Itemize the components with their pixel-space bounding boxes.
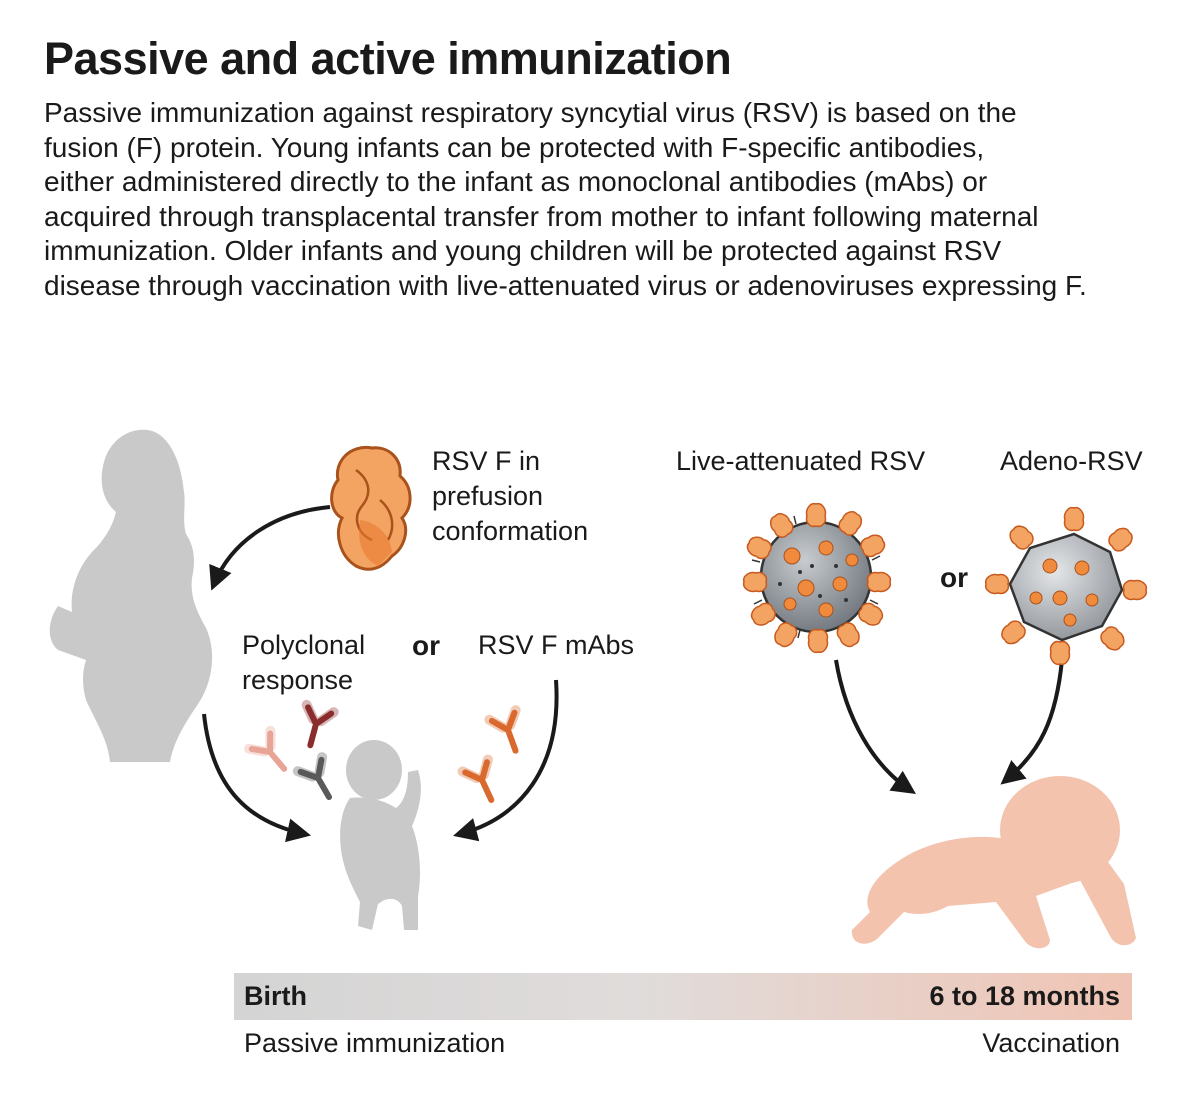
timeline-start: Birth <box>244 981 307 1011</box>
crawling-child-silhouette <box>851 776 1136 949</box>
arrow-adeno-to-child <box>1000 659 1064 785</box>
rsv-f-label: RSV F in prefusion conformation <box>432 444 588 549</box>
arrow-live-to-child <box>834 659 916 794</box>
adeno-virus-icon <box>984 506 1148 666</box>
rsv-f-label-line: conformation <box>432 516 589 546</box>
description-line: either administered directly to the infa… <box>44 166 988 198</box>
arrow-to-mother <box>209 505 331 591</box>
description-line: immunization. Older infants and young ch… <box>44 235 1002 267</box>
rsv-f-protein-icon <box>330 445 412 571</box>
or-label-right: or <box>940 562 968 593</box>
polyclonal-label: Polyclonal response <box>242 628 365 698</box>
polyclonal-label-line: response <box>242 665 354 695</box>
monoclonal-antibodies <box>463 710 529 806</box>
description: Passive immunization against respiratory… <box>44 96 1184 304</box>
rsv-f-label-line: RSV F in <box>432 446 541 476</box>
figure-title: Passive and active immunization <box>44 33 732 84</box>
arrow-mother-to-infant <box>202 713 312 843</box>
passive-immunization-label: Passive immunization <box>244 1028 506 1058</box>
infant-silhouette <box>340 740 421 930</box>
polyclonal-antibodies <box>249 705 341 804</box>
description-line: acquired through transplacental transfer… <box>44 200 1039 232</box>
arrow-mabs-to-infant <box>453 679 559 842</box>
description-line: disease through vaccination with live-at… <box>44 269 1087 301</box>
rsv-f-label-line: prefusion <box>432 481 544 511</box>
timeline-bar: Birth 6 to 18 months <box>234 973 1132 1020</box>
mabs-label: RSV F mAbs <box>478 630 635 660</box>
description-line: fusion (F) protein. Young infants can be… <box>44 131 985 163</box>
adeno-label: Adeno-RSV <box>1000 446 1143 476</box>
polyclonal-label-line: Polyclonal <box>242 630 366 660</box>
description-line: Passive immunization against respiratory… <box>44 97 1017 128</box>
pregnant-woman-silhouette <box>49 429 213 762</box>
vaccination-label: Vaccination <box>982 1028 1120 1058</box>
live-attenuated-virus-icon <box>742 502 892 654</box>
timeline-end: 6 to 18 months <box>929 981 1120 1011</box>
or-label-left: or <box>412 630 440 661</box>
live-attenuated-label: Live-attenuated RSV <box>676 446 926 476</box>
